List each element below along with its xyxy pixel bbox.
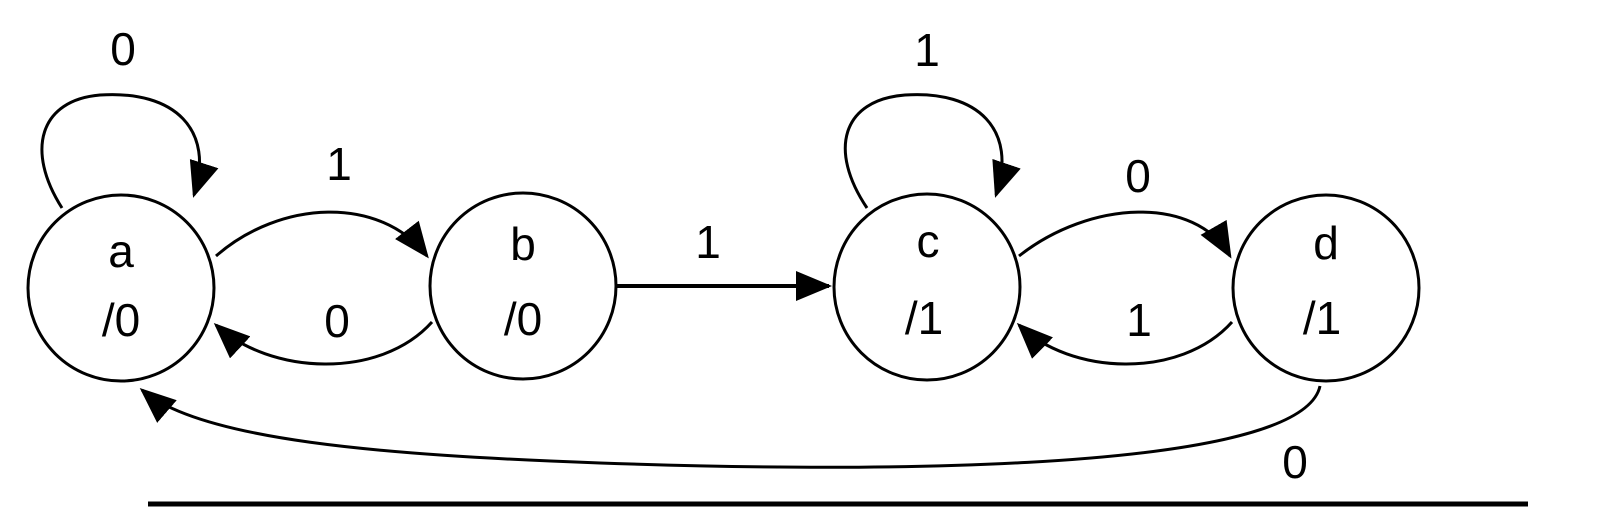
transition-a-b-label: 1 xyxy=(326,138,352,190)
state-b-output: /0 xyxy=(504,293,542,345)
transition-a-a-label: 0 xyxy=(110,23,136,75)
transition-a-b-arrow xyxy=(215,210,429,259)
state-a-output: /0 xyxy=(102,294,140,346)
transition-b-a-label: 0 xyxy=(324,295,350,347)
state-d-name: d xyxy=(1313,217,1339,269)
state-d-circle xyxy=(1231,193,1421,383)
transition-d-a-arrow xyxy=(139,385,1322,469)
state-a-name: a xyxy=(108,225,134,277)
state-b-name: b xyxy=(510,218,536,270)
state-b: b /0 xyxy=(428,191,618,381)
transition-b-c-label: 1 xyxy=(695,216,721,268)
transition-c-c-arrow xyxy=(843,93,1021,209)
transition-c-d-label: 0 xyxy=(1125,150,1151,202)
transition-c-d-arrow xyxy=(1018,210,1232,259)
transition-d-a-label: 0 xyxy=(1282,436,1308,488)
transition-a-a-arrow xyxy=(40,93,219,209)
state-c-circle xyxy=(832,192,1022,382)
state-a-circle xyxy=(26,193,216,383)
state-b-circle xyxy=(428,191,618,381)
state-a: a /0 xyxy=(26,193,216,383)
transition-d-c-label: 1 xyxy=(1126,294,1152,346)
transition-c-c-label: 1 xyxy=(914,24,940,76)
state-c-output: /1 xyxy=(905,292,943,344)
state-d-output: /1 xyxy=(1303,292,1341,344)
state-d: d /1 xyxy=(1231,193,1421,383)
transition-b-a-arrow xyxy=(213,320,434,366)
transition-d-c-arrow xyxy=(1016,320,1234,366)
state-c: c /1 xyxy=(832,192,1022,382)
state-c-name: c xyxy=(917,215,940,267)
